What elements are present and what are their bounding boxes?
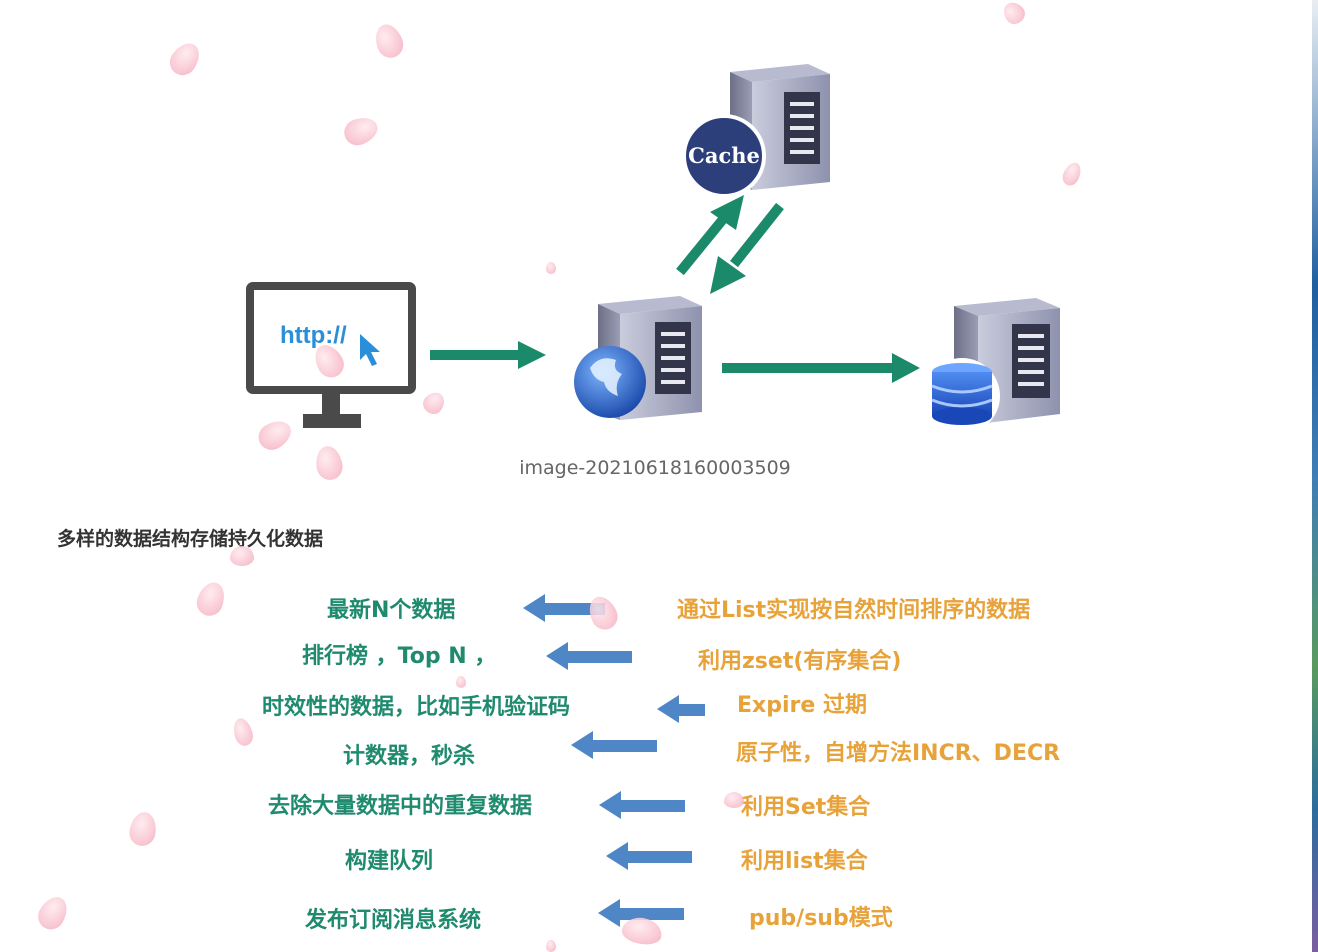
petal-decoration (230, 546, 254, 566)
petal-decoration (127, 810, 159, 848)
petal-decoration (456, 676, 466, 688)
use-case-label: 计数器，秒杀 (343, 744, 476, 769)
flow-arrow-cache-to-server (710, 202, 784, 294)
architecture-diagram: http:// Cach (246, 64, 1060, 434)
petal-decoration (724, 792, 744, 808)
method-label: 原子性，自增方法INCR、DECR (736, 741, 1061, 766)
method-label: 利用list集合 (741, 849, 868, 874)
petal-decoration (546, 262, 556, 274)
cache-server-icon: Cache (682, 64, 830, 198)
use-case-label: 最新N个数据 (327, 598, 456, 623)
use-case-label: 发布订阅消息系统 (305, 908, 482, 933)
use-case-label: 时效性的数据，比如手机验证码 (262, 695, 571, 720)
section-heading: 多样的数据结构存储持久化数据 (57, 528, 324, 550)
method-label: 利用Set集合 (741, 795, 871, 820)
method-label: pub/sub模式 (749, 906, 893, 931)
cursor-icon (360, 334, 380, 366)
use-case-label: 排行榜 ，Top N ， (302, 644, 497, 669)
arrow-left-icon (546, 642, 632, 670)
arrow-left-icon (657, 695, 705, 723)
image-caption: image-20210618160003509 (519, 457, 791, 479)
flow-arrow-server-to-cache (676, 195, 744, 276)
petal-decoration (192, 578, 230, 620)
method-label: 利用zset(有序集合) (698, 649, 902, 674)
flow-arrow-browser-to-server (430, 341, 546, 369)
flow-arrow-server-to-database (722, 353, 920, 383)
arrow-left-icon (571, 731, 657, 759)
web-server-icon (574, 296, 702, 420)
browser-url-text: http:// (280, 322, 347, 349)
database-server-icon (924, 298, 1060, 434)
petal-decoration (33, 891, 73, 935)
database-icon (931, 363, 993, 425)
use-case-label: 去除大量数据中的重复数据 (268, 794, 533, 819)
method-label: 通过List实现按自然时间排序的数据 (677, 598, 1031, 623)
use-case-label: 构建队列 (345, 849, 434, 874)
arrow-left-icon (606, 842, 692, 870)
background-edge-strip (1312, 0, 1318, 952)
cache-label: Cache (688, 143, 760, 168)
browser-monitor-icon: http:// (246, 282, 416, 428)
arrow-left-icon (599, 791, 685, 819)
arrow-left-icon (598, 899, 684, 927)
method-label: Expire 过期 (737, 693, 867, 718)
petal-decoration (230, 716, 256, 748)
petal-decoration (546, 940, 556, 952)
